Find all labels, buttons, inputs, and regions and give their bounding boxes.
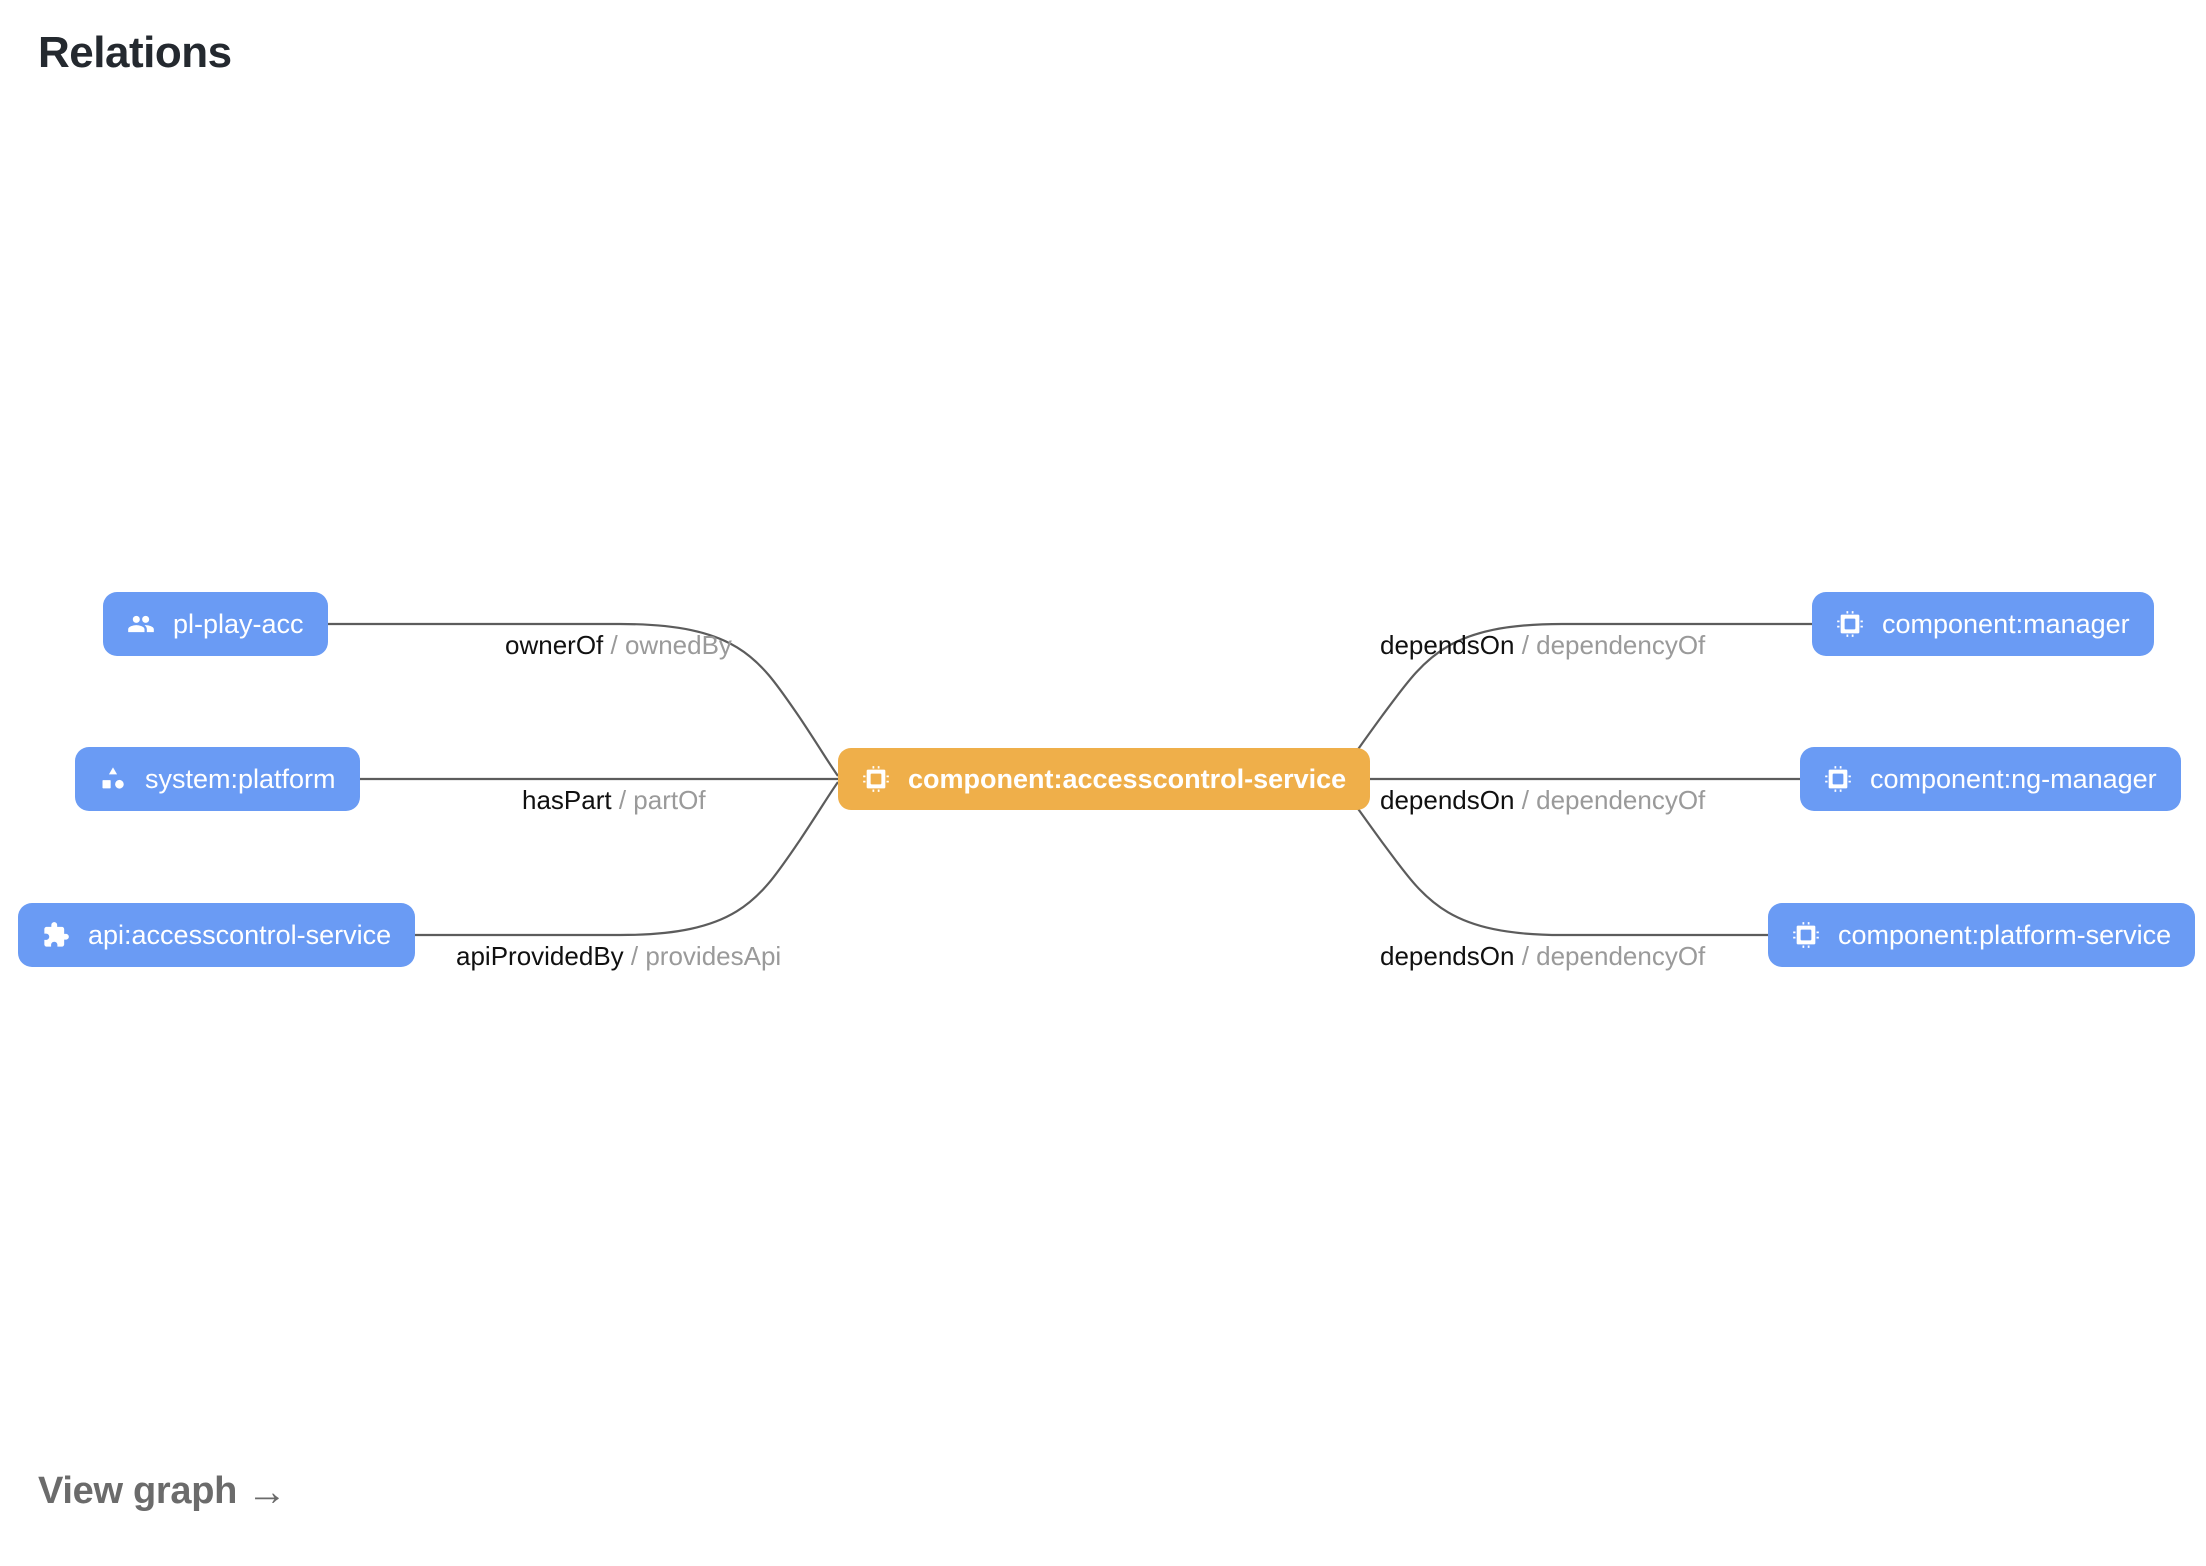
graph-node-pl-play-acc[interactable]: pl-play-acc [103,592,328,656]
chip-icon [1824,765,1852,793]
graph-node-component-platform-service[interactable]: component:platform-service [1768,903,2196,967]
graph-node-system-platform[interactable]: system:platform [75,747,360,811]
node-label: api:accesscontrol-service [88,919,392,950]
node-label: component:ng-manager [1870,763,2157,794]
relation-separator: / [618,785,634,815]
view-graph-link[interactable]: View graph → [38,1470,287,1513]
chip-icon [862,765,890,793]
arrow-right-icon: → [247,1469,287,1514]
edge-label-dependsOn-ng-manager: dependsOn / dependencyOf [1380,787,1705,813]
relation-forward: dependsOn [1380,941,1515,971]
edge-label-apiProvidedBy: apiProvidedBy / providesApi [456,943,781,969]
relation-forward: dependsOn [1380,630,1515,660]
edge-label-dependsOn-manager: dependsOn / dependencyOf [1380,632,1705,658]
graph-node-component-accesscontrol-service[interactable]: component:accesscontrol-service [838,748,1371,810]
chip-icon [1836,610,1864,638]
relation-forward: ownerOf [505,630,604,660]
page-title: Relations [38,28,232,77]
edge-label-ownerOf: ownerOf / ownedBy [505,632,732,658]
relation-separator: / [630,941,646,971]
node-label: pl-play-acc [173,608,304,639]
relation-reverse: dependencyOf [1536,941,1706,971]
puzzle-icon [42,921,70,949]
node-label: component:accesscontrol-service [908,763,1347,794]
chip-icon [1792,921,1820,949]
group-icon [127,610,155,638]
edge-label-hasPart: hasPart / partOf [522,787,706,813]
node-label: component:manager [1882,608,2130,639]
node-label: system:platform [145,763,336,794]
category-icon [99,765,127,793]
relation-forward: apiProvidedBy [456,941,624,971]
relation-separator: / [1521,785,1537,815]
relation-forward: dependsOn [1380,785,1515,815]
relation-reverse: dependencyOf [1536,785,1706,815]
relation-separator: / [1521,630,1537,660]
graph-node-api-accesscontrol-service[interactable]: api:accesscontrol-service [18,903,416,967]
edge-ownerOf [327,622,839,777]
graph-node-component-ng-manager[interactable]: component:ng-manager [1800,747,2181,811]
relation-reverse: providesApi [645,941,782,971]
relation-separator: / [610,630,625,660]
relation-forward: hasPart [522,785,612,815]
view-graph-label: View graph [38,1470,238,1512]
edge-apiProvidedBy [408,781,839,937]
relation-separator: / [1521,941,1537,971]
graph-node-component-manager[interactable]: component:manager [1812,592,2154,656]
relation-reverse: partOf [633,785,706,815]
edge-label-dependsOn-platform-service: dependsOn / dependencyOf [1380,943,1705,969]
relation-reverse: dependencyOf [1536,630,1706,660]
node-label: component:platform-service [1838,919,2172,950]
relation-reverse: ownedBy [624,630,732,660]
